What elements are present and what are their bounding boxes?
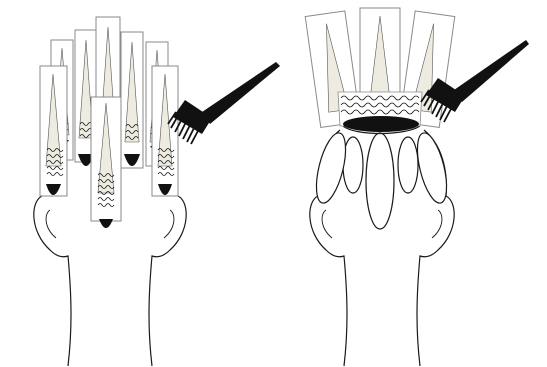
right-panel	[305, 8, 529, 366]
foil-packet	[121, 32, 143, 168]
left-panel	[34, 17, 280, 366]
foil-packet	[91, 97, 121, 228]
hair-section	[343, 137, 363, 193]
left-foil-packets	[40, 17, 178, 228]
left-tint-brush	[168, 62, 280, 144]
hair-section	[366, 133, 394, 229]
root-base	[343, 116, 419, 132]
crown-sections	[311, 126, 453, 229]
foil-packet	[152, 66, 178, 196]
foil-packet	[40, 66, 67, 196]
hair-section	[398, 137, 418, 193]
